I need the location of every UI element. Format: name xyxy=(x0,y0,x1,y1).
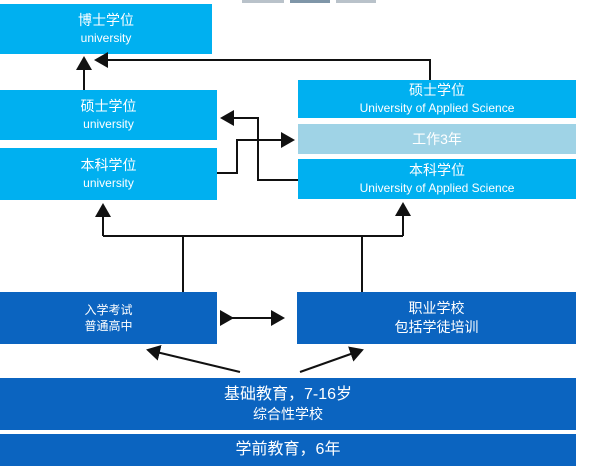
master-uas-subtitle: University of Applied Science xyxy=(359,101,515,116)
bachelor-uas-title: 本科学位 xyxy=(409,162,465,179)
doctorate-title: 博士学位 xyxy=(78,12,134,29)
master-university-subtitle: university xyxy=(83,117,134,132)
general-upper-secondary-subtitle: 普通高中 xyxy=(84,319,133,333)
master-uas-box: 硕士学位 University of Applied Science xyxy=(298,80,576,118)
bachelor-uas-subtitle: University of Applied Science xyxy=(359,181,515,196)
arrow-basic-to-general xyxy=(146,345,241,373)
arrow-bachelor-uas-to-master-university xyxy=(220,110,298,181)
arrow-master-uas-to-doctorate xyxy=(94,52,431,80)
bachelor-uas-box: 本科学位 University of Applied Science xyxy=(298,159,576,199)
doctorate-subtitle: university xyxy=(80,31,132,46)
top-tab-middle xyxy=(290,0,330,3)
arrow-bachelor-university-to-master-uas xyxy=(217,132,295,174)
vocational-school-title: 职业学校 xyxy=(408,300,465,317)
master-uas-title: 硕士学位 xyxy=(409,82,465,99)
work-experience-label: 工作3年 xyxy=(412,130,462,147)
basic-education-box: 基础教育，7-16岁 综合性学校 xyxy=(0,378,576,430)
bachelor-university-box: 本科学位 university xyxy=(0,148,217,200)
doctorate-box: 博士学位 university xyxy=(0,4,212,54)
master-university-title: 硕士学位 xyxy=(80,98,137,115)
top-tab-left xyxy=(242,0,284,3)
master-university-box: 硕士学位 university xyxy=(0,90,217,140)
bachelor-university-title: 本科学位 xyxy=(80,157,137,174)
preschool-title: 学前教育，6年 xyxy=(235,441,341,459)
vocational-school-box: 职业学校 包括学徒培训 xyxy=(297,292,576,344)
general-upper-secondary-box: 入学考试 普通高中 xyxy=(0,292,217,344)
arrow-basic-to-vocational xyxy=(299,346,364,373)
work-experience-box: 工作3年 xyxy=(298,124,576,154)
basic-education-title: 基础教育，7-16岁 xyxy=(223,385,353,403)
top-tab-right xyxy=(336,0,376,3)
bachelor-university-subtitle: university xyxy=(83,176,134,191)
general-upper-secondary-title: 入学考试 xyxy=(84,302,133,317)
vocational-school-subtitle: 包括学徒培训 xyxy=(394,319,479,335)
preschool-box: 学前教育，6年 xyxy=(0,434,576,466)
basic-education-subtitle: 综合性学校 xyxy=(253,406,323,423)
